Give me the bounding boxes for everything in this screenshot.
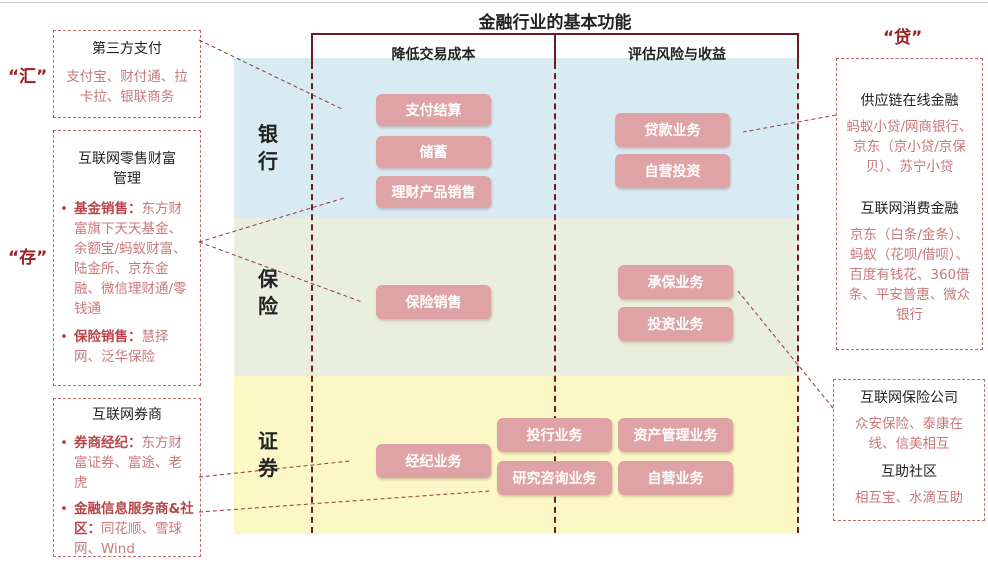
- bullet-head: 金融信息服务商&社区：: [74, 501, 194, 537]
- internet-insurance-box: 互联网保险公司 众安保险、泰康在线、信美相互 互助社区 相互宝、水滴互助: [833, 379, 985, 521]
- function-loans: 贷款业务: [615, 113, 730, 147]
- category-insurance: 保险: [258, 267, 278, 318]
- box-title: 互联网券商: [92, 407, 162, 423]
- column-divider-mid: [554, 63, 556, 533]
- securities-band: [234, 376, 799, 534]
- online-credit-box: 供应链在线金融 蚂蚁小贷/网商银行、京东（京小贷/京保贝）、苏宁小贷 互联网消费…: [836, 58, 983, 350]
- internet-broker-box: 互联网券商 券商经纪：东方财富证券、富途、老虎 金融信息服务商&社区：同花顺、雪…: [53, 398, 201, 557]
- box-text: 京东（白条/金条）、蚂蚁（花呗/借呗）、百度有钱花、360借条、平安普惠、微众银…: [848, 227, 971, 323]
- box-title: 互助社区: [881, 464, 937, 480]
- function-investment: 投资业务: [618, 307, 733, 341]
- info-service-item: 金融信息服务商&社区：同花顺、雪球网、Wind: [60, 499, 194, 559]
- insurance-sales-item: 保险销售：慧择网、泛华保险: [60, 327, 194, 367]
- function-underwriting: 承保业务: [618, 265, 733, 299]
- box-text: 支付宝、财付通、拉卡拉、银联商务: [66, 69, 188, 105]
- function-investment-banking: 投行业务: [497, 418, 612, 452]
- connector-brokerage: [198, 460, 351, 478]
- bracket-mid-tick: [554, 33, 556, 63]
- bullet-head: 基金销售：: [74, 201, 142, 217]
- box-title: 第三方支付: [92, 41, 162, 57]
- connector-underwriting: [737, 290, 834, 409]
- function-savings: 储蓄: [376, 136, 491, 168]
- function-proprietary: 自营业务: [618, 461, 733, 495]
- column-header-risk: 评估风险与收益: [628, 47, 726, 63]
- box-text: 众安保险、泰康在线、信美相互: [855, 416, 963, 452]
- box-title: 互联网消费金融: [860, 201, 959, 217]
- label-dai: “贷”: [883, 28, 923, 48]
- function-self-invest: 自营投资: [615, 154, 730, 188]
- bracket-right-tick: [797, 33, 799, 63]
- function-brokerage: 经纪业务: [376, 444, 491, 478]
- box-text: 蚂蚁小贷/网商银行、京东（京小贷/京保贝）、苏宁小贷: [846, 119, 973, 175]
- fund-sales-item: 基金销售：东方财富旗下天天基金、余额宝/蚂蚁财富、陆金所、京东金融、微信理财通/…: [60, 199, 194, 319]
- diagram-title: 金融行业的基本功能: [478, 13, 632, 33]
- connector-wealth: [198, 197, 345, 243]
- connector-loans: [742, 114, 837, 133]
- bracket-left-tick: [311, 33, 313, 63]
- retail-wealth-box: 互联网零售财富管理 基金销售：东方财富旗下天天基金、余额宝/蚂蚁财富、陆金所、京…: [53, 130, 201, 386]
- category-securities: 证券: [258, 429, 278, 480]
- function-payment: 支付结算: [376, 94, 491, 126]
- column-header-cost: 降低交易成本: [391, 47, 476, 63]
- category-bank: 银行: [258, 122, 278, 173]
- box-title: 互联网保险公司: [860, 390, 958, 406]
- column-divider-right: [797, 63, 799, 533]
- bullet-head: 保险销售：: [74, 329, 142, 345]
- box-text: 相互宝、水滴互助: [855, 490, 963, 506]
- box-title: 供应链在线金融: [860, 93, 959, 109]
- third-party-payment-box: 第三方支付 支付宝、财付通、拉卡拉、银联商务: [53, 30, 201, 118]
- bullet-head: 券商经纪：: [74, 435, 142, 451]
- function-wealth-products: 理财产品销售: [376, 176, 491, 208]
- bullet-text: 慧择网、泛华保险: [74, 329, 169, 365]
- function-insurance-sales: 保险销售: [376, 285, 491, 319]
- function-asset-management: 资产管理业务: [618, 418, 733, 452]
- function-research: 研究咨询业务: [497, 461, 612, 495]
- connector-payment: [198, 39, 345, 111]
- box-title: 互联网零售财富管理: [78, 151, 176, 187]
- brokerage-item: 券商经纪：东方财富证券、富途、老虎: [60, 433, 194, 493]
- top-divider: [0, 2, 988, 3]
- bullet-text: 东方财富证券、富途、老虎: [74, 435, 182, 491]
- connector-info-service: [198, 490, 491, 513]
- connector-insurance-sales: [198, 241, 363, 303]
- column-divider-left: [311, 63, 313, 533]
- bullet-text: 东方财富旗下天天基金、余额宝/蚂蚁财富、陆金所、京东金融、微信理财通/零钱通: [74, 201, 187, 317]
- label-hui: “汇”: [8, 67, 48, 87]
- label-cun: “存”: [8, 248, 48, 268]
- bullet-text: 同花顺、雪球网、Wind: [74, 521, 182, 557]
